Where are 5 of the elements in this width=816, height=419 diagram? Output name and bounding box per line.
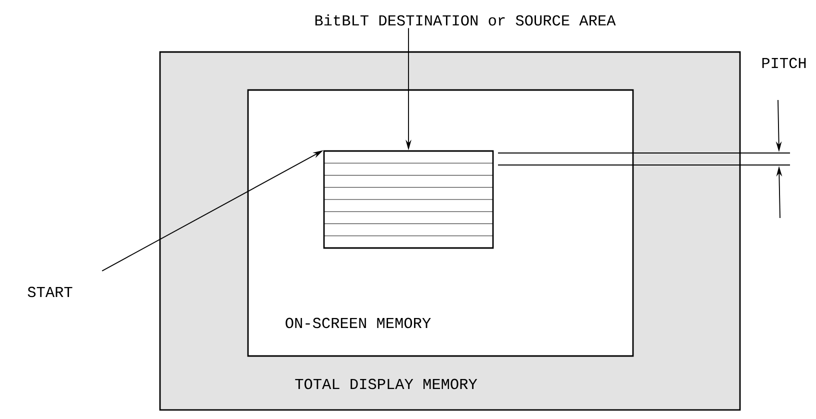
box-label: TOTAL DISPLAY MEMORY: [295, 378, 478, 390]
text-label: BitBLT DESTINATION or SOURCE AREA: [315, 14, 616, 26]
box-label: ON-SCREEN MEMORY: [286, 318, 431, 328]
text-label: START: [28, 286, 72, 298]
dimension-label: PITCH: [762, 58, 806, 68]
